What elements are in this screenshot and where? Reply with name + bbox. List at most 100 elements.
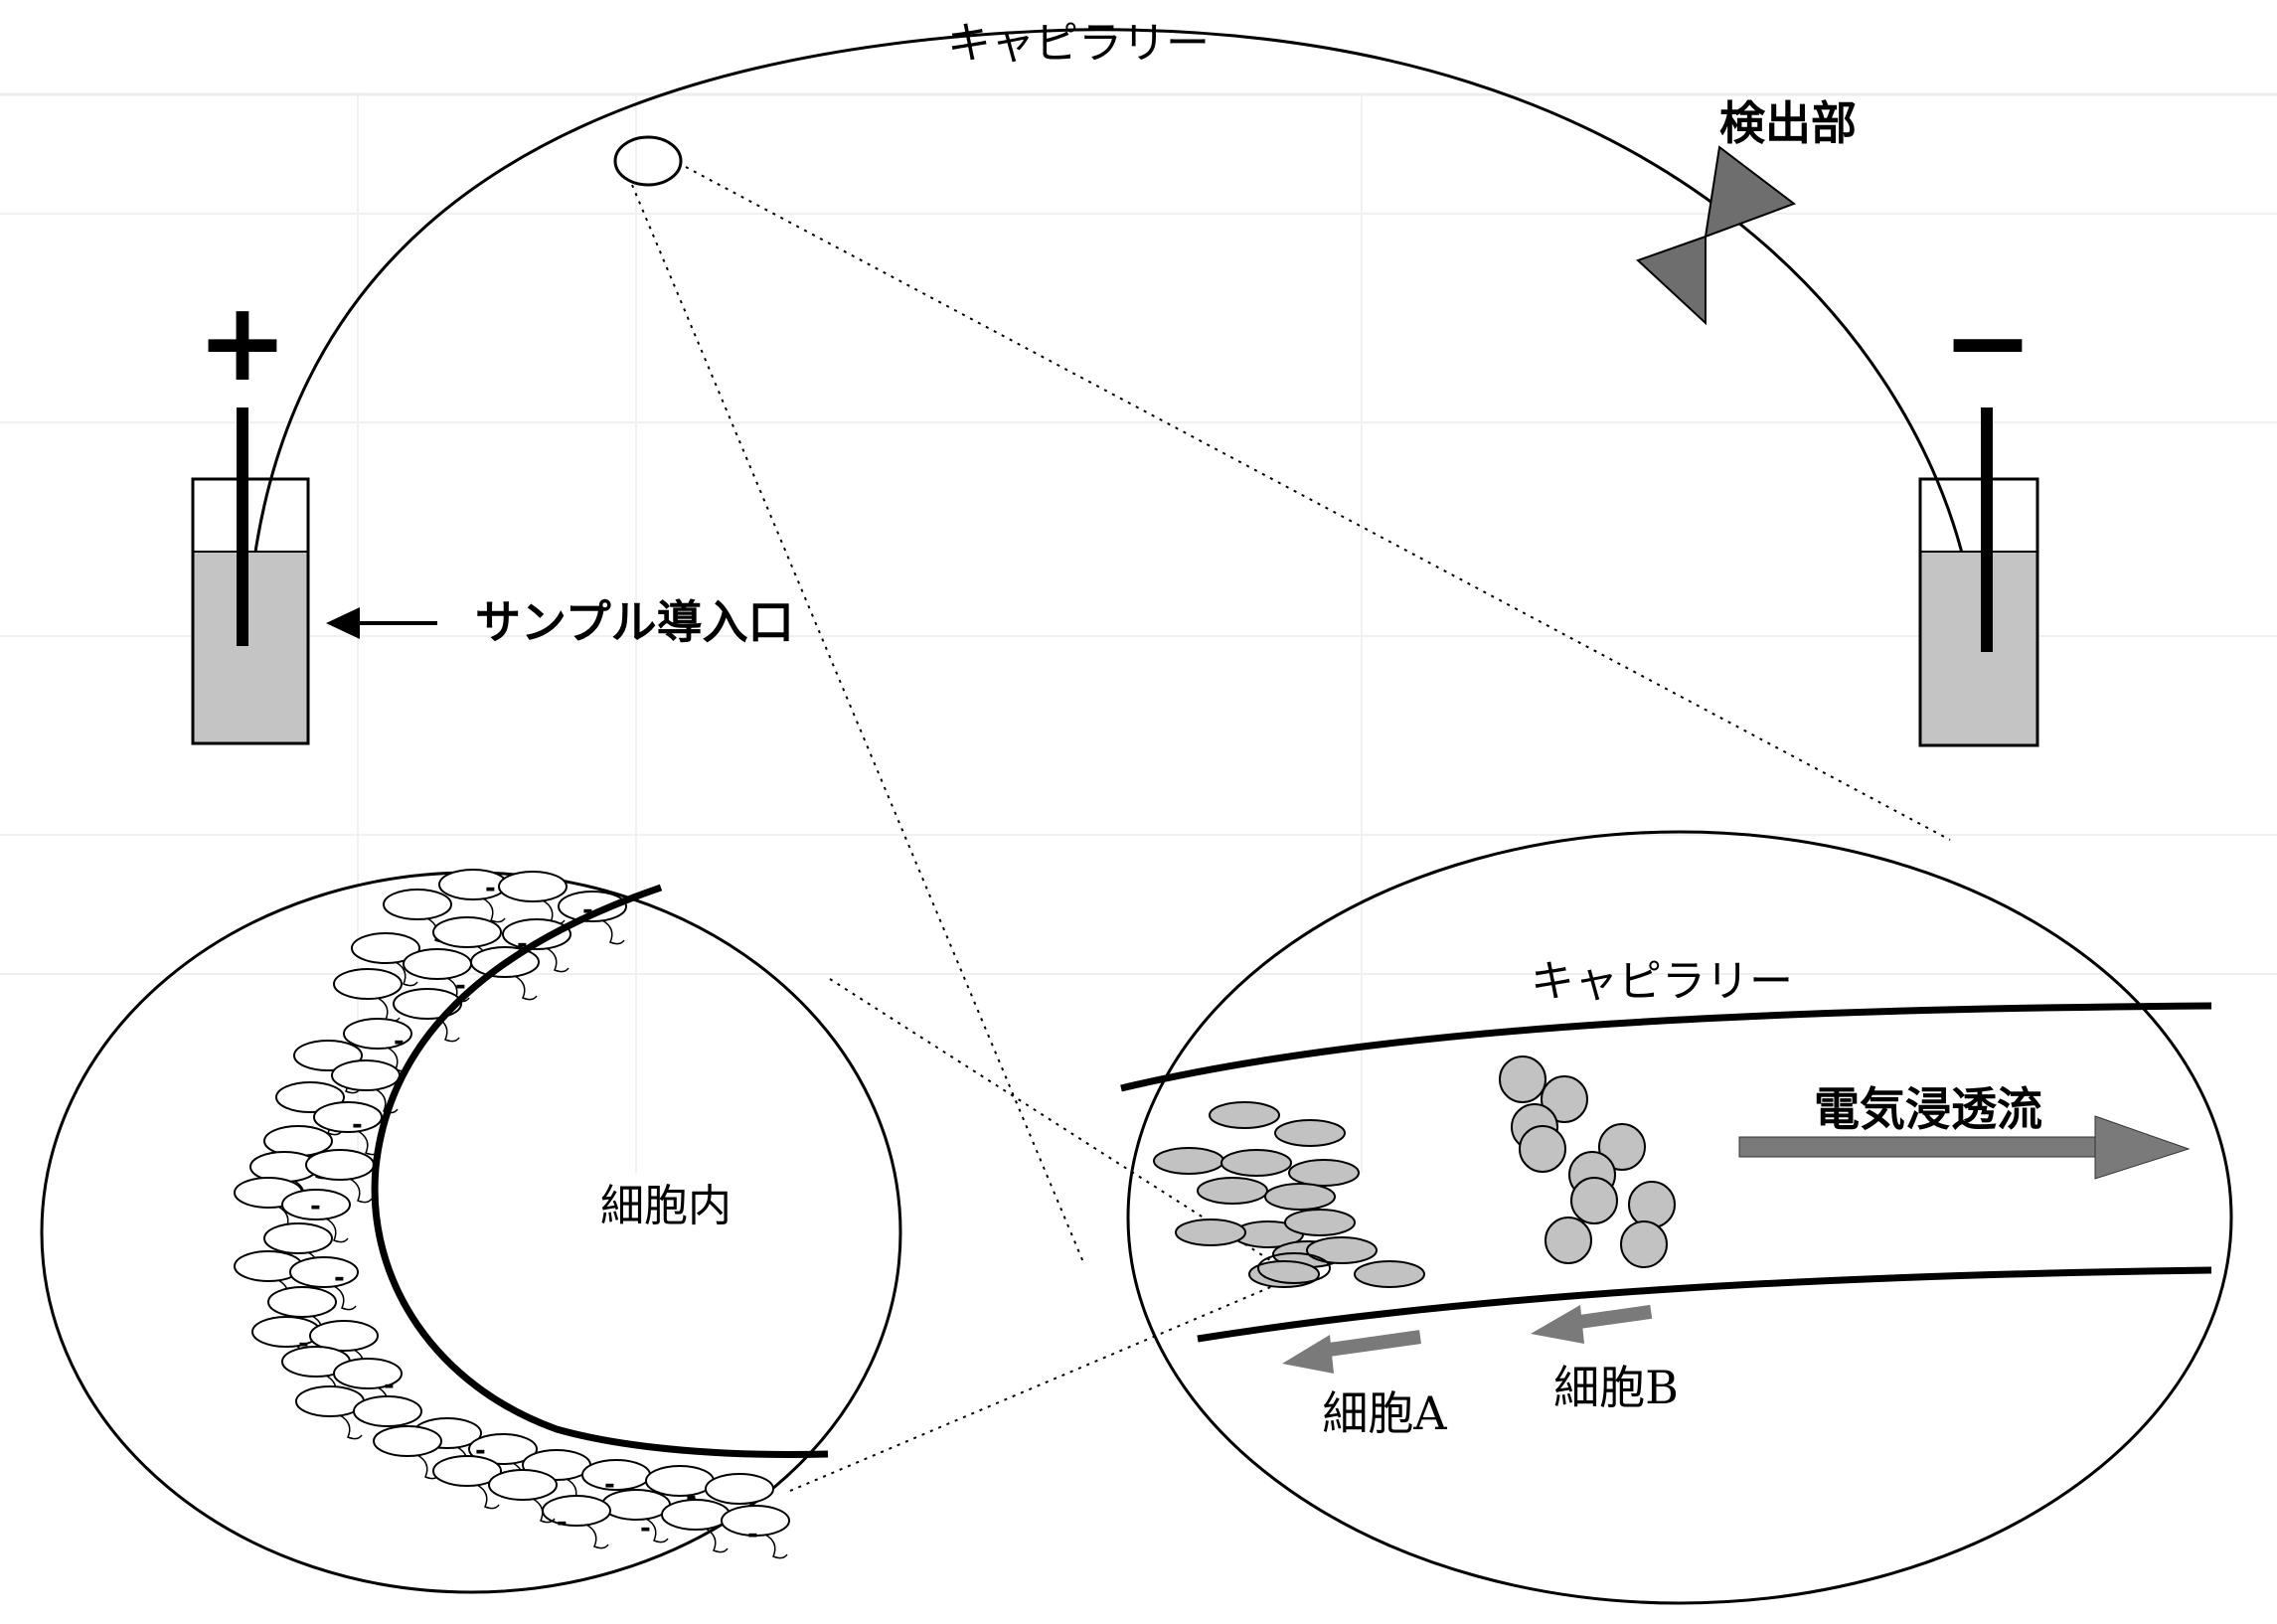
- glycan-chain: [395, 961, 418, 987]
- surface-molecule: [309, 1320, 379, 1352]
- glycan-chain: [532, 1498, 556, 1524]
- surface-molecule: [331, 1059, 401, 1091]
- glycan-chain: [546, 947, 569, 973]
- surface-molecule: [305, 1149, 375, 1181]
- capillary-inset-circle: [1126, 830, 2233, 1605]
- negative-charge-mark: -: [384, 1371, 395, 1400]
- minus-sign: −: [1942, 278, 2033, 406]
- cell-a-particle: [1175, 1218, 1246, 1246]
- surface-molecule: [351, 932, 420, 964]
- surface-molecule: [313, 1101, 383, 1133]
- cell-a-label: 細胞A: [1322, 1386, 1447, 1440]
- glycan-chain: [764, 1534, 788, 1559]
- cell-a-outline-particle: [1257, 1252, 1331, 1284]
- surface-molecule: [705, 1473, 774, 1505]
- surface-molecule: [251, 1316, 321, 1348]
- negative-charge-mark: -: [298, 1329, 309, 1359]
- cell-a-arrow: [1282, 1330, 1422, 1374]
- negative-charge-mark: -: [640, 1514, 651, 1543]
- glycan-chain: [476, 1484, 500, 1510]
- surface-molecule: [393, 988, 462, 1020]
- surface-molecule: [558, 891, 627, 922]
- surface-molecule: [333, 1358, 403, 1389]
- surface-molecule: [289, 1256, 359, 1288]
- connector-line-lower: [789, 1279, 1288, 1492]
- cell-membrane: [371, 884, 829, 1459]
- capillary-wall-top: [1120, 1002, 2212, 1092]
- cell-b-arrow: [1531, 1304, 1653, 1344]
- right-vial: [1918, 477, 2039, 747]
- surface-molecule: [645, 1465, 715, 1497]
- cell-b-particle: [1620, 1220, 1668, 1268]
- glycan-chain: [333, 1285, 357, 1311]
- cell-b-particle: [1541, 1075, 1588, 1123]
- negative-charge-mark: -: [604, 1470, 615, 1500]
- glycan-chain: [514, 975, 538, 1001]
- cell-a-particle: [1153, 1147, 1224, 1175]
- detector: [1636, 145, 1797, 326]
- membrane-surface-cells: ----------------: [234, 869, 790, 1559]
- surface-molecule: [432, 1455, 502, 1487]
- sample-inlet-label: サンプル導入口: [475, 595, 794, 649]
- cell-b-particle: [1499, 1056, 1546, 1103]
- glycan-chain: [585, 1524, 609, 1549]
- surface-molecule: [581, 1459, 651, 1491]
- glycan-chain: [482, 897, 506, 923]
- anode-electrode: [237, 407, 248, 646]
- surface-molecule: [373, 1425, 442, 1457]
- surface-molecule: [263, 1222, 333, 1254]
- left-vial: [191, 477, 310, 745]
- cell-a-particle: [1197, 1177, 1268, 1205]
- cell-a-particle: [1288, 1159, 1360, 1187]
- glycan-chain: [349, 1178, 373, 1204]
- negative-charge-mark: -: [582, 895, 593, 925]
- cell-a-particle: [1209, 1101, 1280, 1129]
- surface-molecule: [343, 1018, 412, 1050]
- negative-charge-mark: -: [517, 929, 528, 959]
- negative-charge-mark: -: [334, 1263, 345, 1293]
- cell-b-group: [1499, 1056, 1676, 1268]
- negative-charge-mark: -: [455, 971, 466, 1001]
- glycan-chain: [601, 919, 625, 945]
- negative-charge-mark: -: [686, 1482, 697, 1512]
- detector-label: 検出部: [1719, 96, 1857, 150]
- connector-line-upper: [829, 978, 1271, 1261]
- capillary-wall-bottom: [1197, 1266, 2212, 1343]
- surface-molecule: [333, 968, 403, 1000]
- cell-a-particle: [1306, 1236, 1378, 1264]
- surface-molecule: [383, 889, 452, 920]
- surface-molecule: [432, 916, 502, 948]
- surface-molecule: [438, 869, 508, 900]
- glycan-chain: [325, 1218, 349, 1243]
- surface-molecule: [488, 1469, 558, 1501]
- cell-a-particle: [1220, 1149, 1292, 1177]
- glycan-chain: [436, 1017, 460, 1043]
- zoom-line-left: [631, 184, 1084, 1263]
- surface-molecule: [281, 1189, 351, 1220]
- cell-a-group: [1153, 1101, 1425, 1288]
- surface-molecule: [353, 1395, 422, 1427]
- negative-charge-mark: -: [747, 1520, 758, 1549]
- surface-molecule: [498, 871, 568, 902]
- cell-a-particle: [1284, 1209, 1356, 1236]
- glycan-chain: [645, 1518, 669, 1543]
- negative-charge-mark: -: [557, 1508, 568, 1538]
- eof-arrow: [1738, 1115, 2191, 1180]
- surface-molecule: [468, 1433, 538, 1465]
- sample-inlet-arrow: [326, 607, 437, 639]
- cell-a-particle: [1274, 1119, 1346, 1147]
- cathode-electrode: [1981, 407, 1993, 652]
- inside-cell-label: 細胞内: [600, 1181, 732, 1231]
- glycan-chain: [375, 1088, 399, 1114]
- zoom-line-right: [685, 166, 1951, 841]
- cell-a-particle: [1354, 1260, 1425, 1288]
- negative-charge-mark: -: [310, 1192, 321, 1221]
- cell-b-particle: [1570, 1177, 1618, 1224]
- capillary-inset-label: キャピラリー: [1531, 956, 1793, 1007]
- negative-charge-mark: -: [485, 874, 496, 903]
- capillary-tube: [244, 28, 1975, 647]
- negative-charge-mark: -: [394, 1027, 405, 1056]
- surface-molecule: [267, 1286, 337, 1318]
- cell-a-particle: [1264, 1183, 1336, 1211]
